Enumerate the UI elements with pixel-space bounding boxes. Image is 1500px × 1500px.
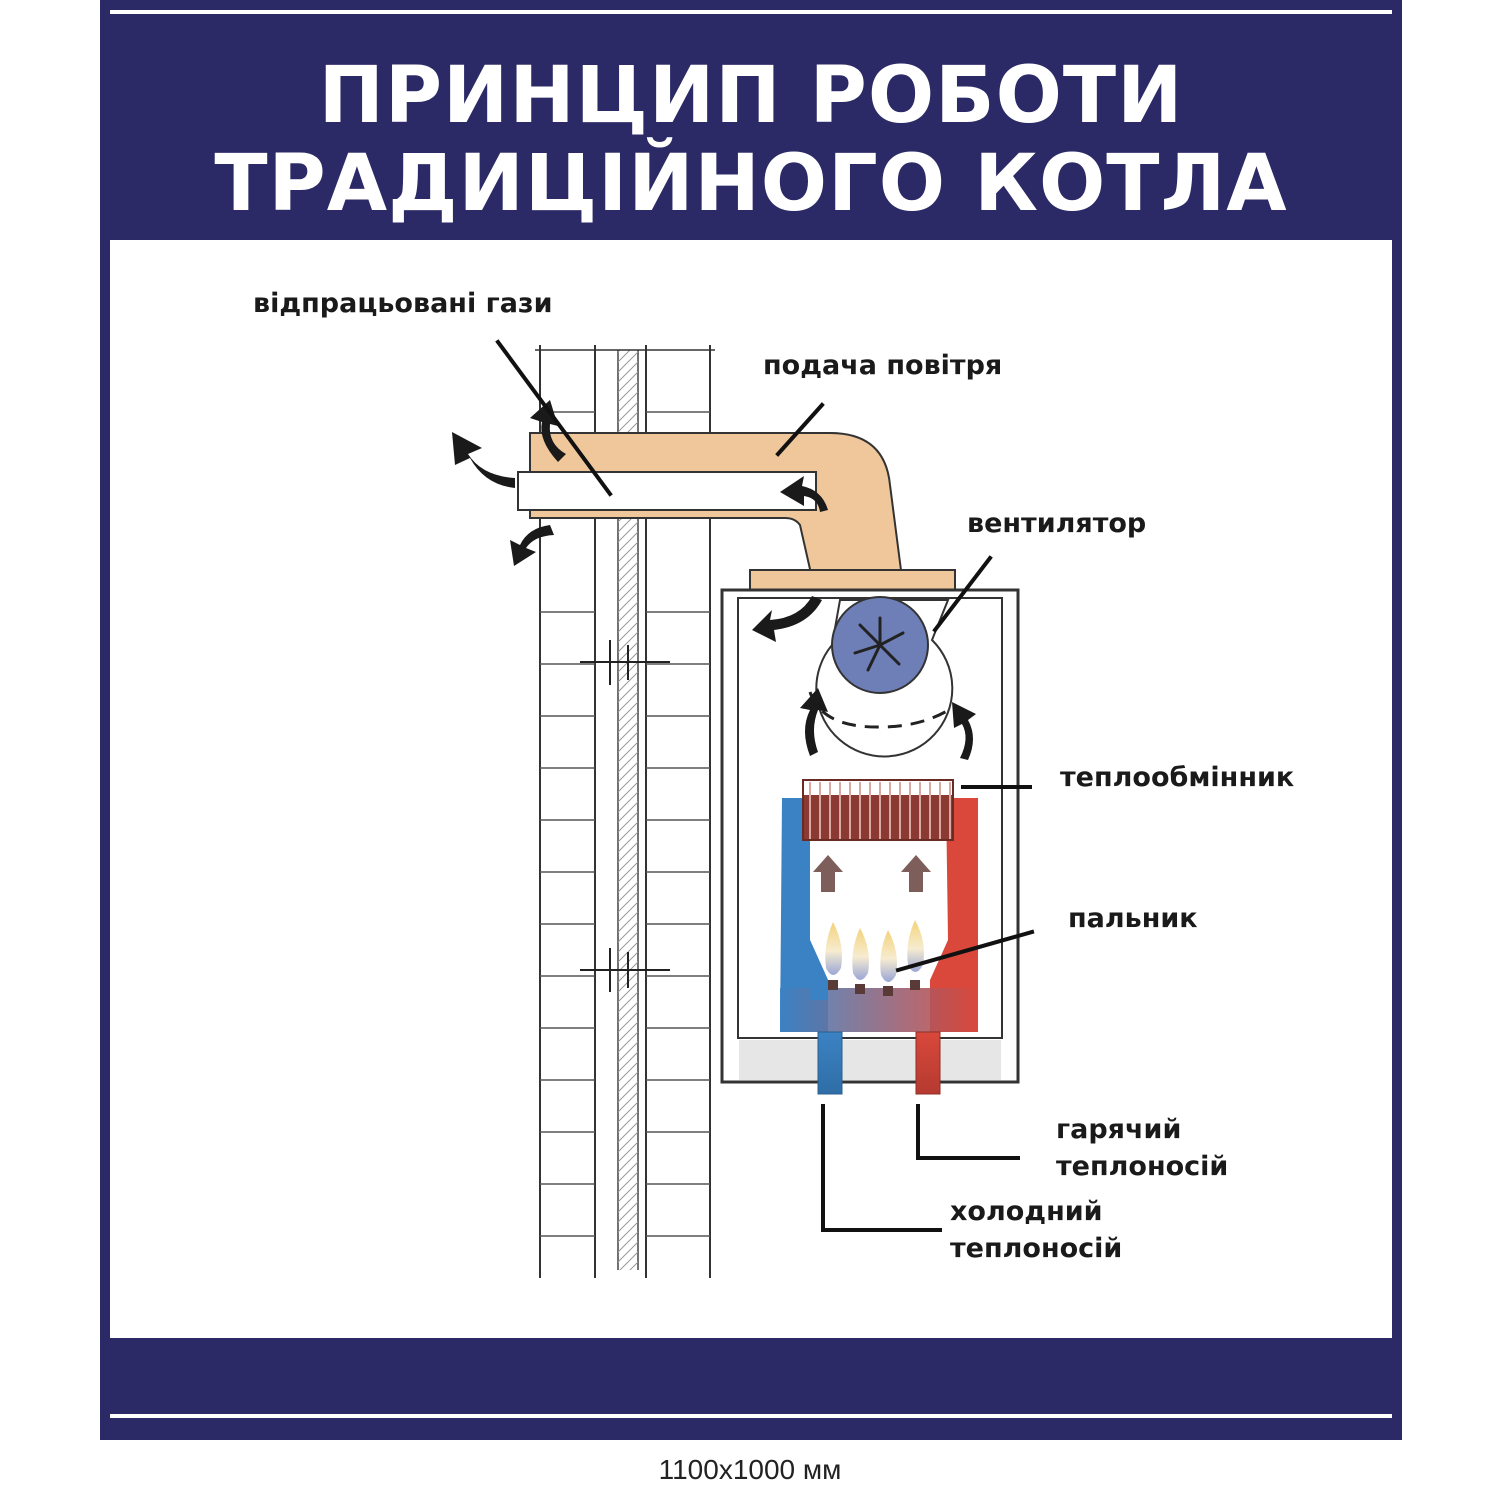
bottom-divider <box>110 1414 1392 1418</box>
size-caption: 1100x1000 мм <box>658 1454 842 1485</box>
heat-circuit <box>780 798 978 1095</box>
wall-anchors <box>580 640 670 992</box>
air-into-casing-arrow <box>752 596 822 642</box>
bottom-band <box>100 1338 1402 1440</box>
label-exhaust: відпрацьовані гази <box>253 288 553 319</box>
exhaust-leader <box>495 339 613 497</box>
air-in-arrow-bottom <box>510 525 554 566</box>
label-cold-line-1: холодний <box>950 1196 1103 1227</box>
wall <box>535 345 715 1278</box>
hot-leader <box>916 1104 1020 1160</box>
label-air-supply: подача повітря <box>763 350 1003 381</box>
burner-manifold <box>780 988 978 1032</box>
air-supply-leader <box>775 402 825 457</box>
label-burner: пальник <box>1068 903 1198 934</box>
poster-frame: ПРИНЦИП РОБОТИ ТРАДИЦІЙНОГО КОТЛА <box>100 0 1402 1500</box>
airflow-arrows <box>452 400 976 760</box>
air-to-fan-arrow-left <box>800 688 828 756</box>
footer: 1100x1000 мм <box>0 1440 1500 1500</box>
exhaust-out-arrow <box>452 432 515 488</box>
title-line-2: ТРАДИЦІЙНОГО КОТЛА <box>214 139 1288 229</box>
title-line-1: ПРИНЦИП РОБОТИ <box>318 51 1184 141</box>
leader-lines <box>495 339 1035 1232</box>
cold-leader <box>821 1104 942 1232</box>
fan-icon <box>808 596 954 758</box>
cold-pipe <box>817 1031 843 1095</box>
boiler-base <box>739 1040 1001 1080</box>
brick-joints <box>540 411 710 1237</box>
top-divider <box>110 10 1392 14</box>
burner-flames <box>825 920 924 996</box>
boiler-diagram <box>452 339 1035 1278</box>
heat-rise-arrows <box>813 855 931 892</box>
heat-exchanger <box>802 779 954 841</box>
title-area: ПРИНЦИП РОБОТИ ТРАДИЦІЙНОГО КОТЛА <box>100 40 1402 240</box>
fan-leader <box>932 555 993 633</box>
exhaust-pipe <box>517 471 817 511</box>
wall-insulation <box>618 350 638 1270</box>
diagram-panel: відпрацьовані гази подача повітря вентил… <box>110 240 1392 1338</box>
pipe-collar <box>749 569 956 591</box>
label-hot-line-1: гарячий <box>1056 1114 1182 1145</box>
air-to-fan-arrow-right <box>952 702 976 760</box>
air-in-arrow-top <box>530 400 566 462</box>
air-into-pipe-arrow <box>780 476 828 512</box>
label-fan: вентилятор <box>967 508 1147 539</box>
flue-pipe <box>517 432 956 591</box>
hot-flow-channel <box>930 798 978 1032</box>
burner-leader <box>895 929 1035 973</box>
hot-pipe <box>915 1031 941 1095</box>
label-heat-exchanger: теплообмінник <box>1060 762 1295 793</box>
label-hot-line-2: теплоносій <box>1056 1151 1229 1182</box>
label-cold-line-2: теплоносій <box>950 1233 1123 1264</box>
